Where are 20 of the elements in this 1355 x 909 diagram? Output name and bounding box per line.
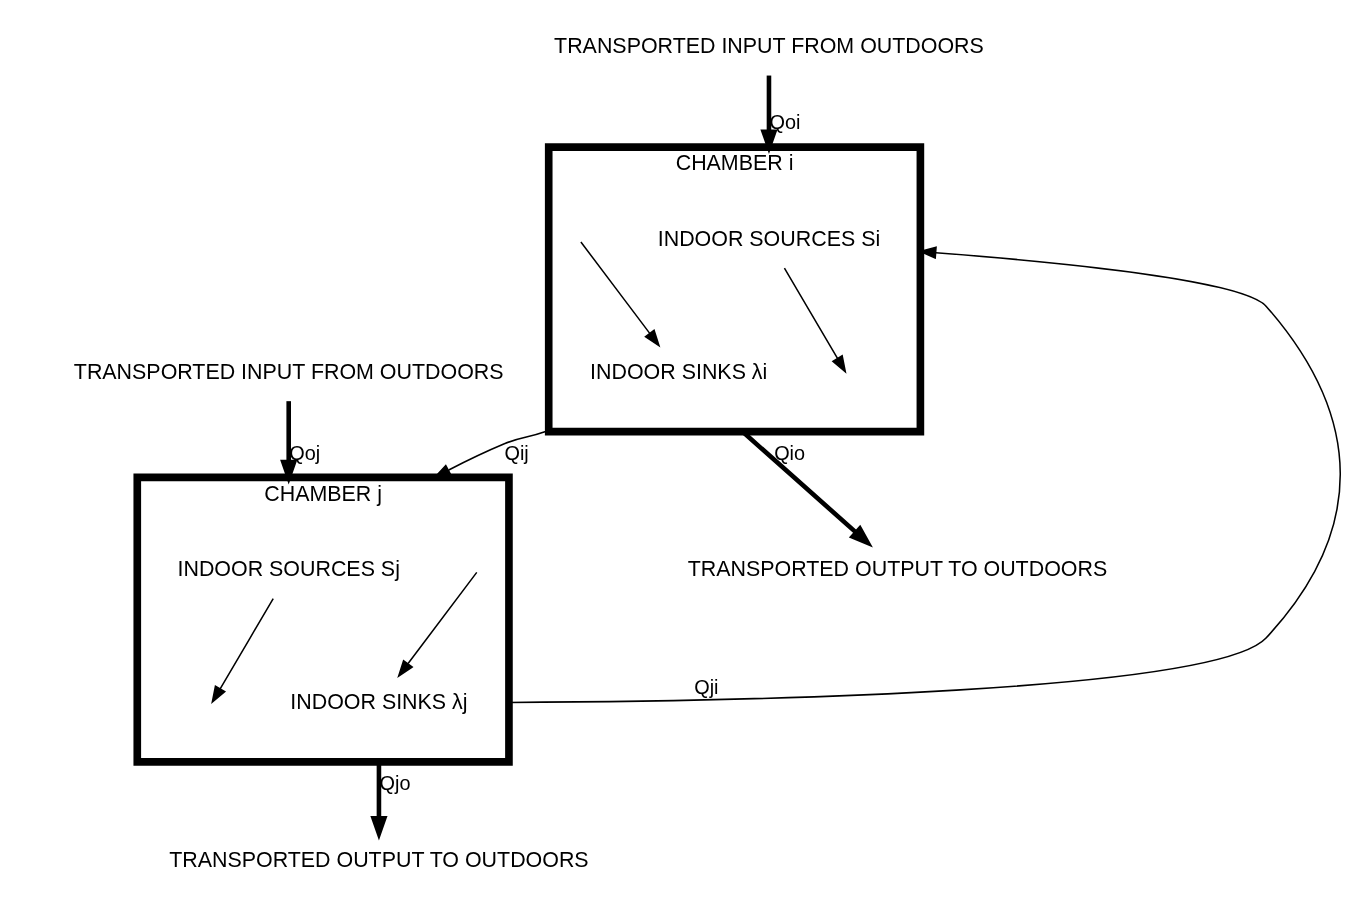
- node-text: TRANSPORTED INPUT FROM OUTDOORS: [73, 360, 504, 385]
- arrow: [397, 571, 478, 678]
- node-text: TRANSPORTED INPUT FROM OUTDOORS: [554, 34, 984, 59]
- node-text: INDOOR SOURCES Sj: [177, 557, 400, 582]
- node-text: INDOOR SINKS λj: [290, 690, 468, 715]
- arrow: [280, 401, 298, 485]
- edge-label: Qoi: [769, 111, 801, 134]
- arrow: [580, 241, 661, 348]
- arrow: [211, 597, 274, 705]
- edge-label: Qoj: [289, 441, 321, 464]
- node-text: TRANSPORTED OUTPUT TO OUTDOORS: [687, 557, 1108, 582]
- arrow: [783, 267, 847, 374]
- arrow: [760, 75, 778, 154]
- node-text: TRANSPORTED OUTPUT TO OUTDOORS: [169, 848, 589, 873]
- node-text: INDOOR SOURCES Si: [657, 227, 881, 252]
- edge-label: Qjo: [379, 772, 411, 795]
- node-text: INDOOR SINKS λi: [590, 360, 768, 385]
- edge-label: Qji: [694, 676, 719, 699]
- edge-label: Qio: [774, 441, 806, 464]
- edge-label: Qij: [504, 441, 529, 464]
